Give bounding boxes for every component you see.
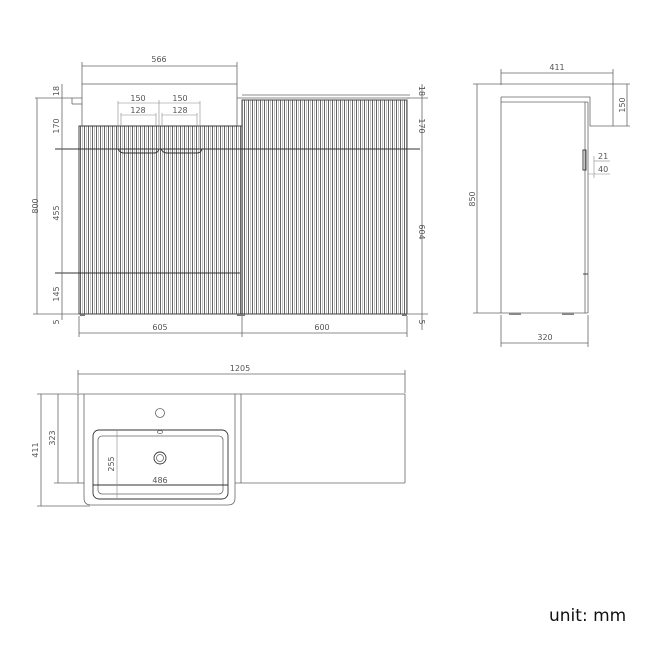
drain-icon xyxy=(153,451,167,465)
front-view: 566 150 128 150 xyxy=(31,55,428,337)
cabinet-depth-label: 320 xyxy=(537,333,552,342)
right-cabinet-fluted-front xyxy=(242,100,407,314)
plan-cabinet-depth-label: 323 xyxy=(48,430,57,445)
left-cabinet-fluted-front xyxy=(79,126,242,314)
plinth-left-label: 145 xyxy=(52,286,61,301)
side-height-label: 850 xyxy=(468,191,477,206)
plan-overall-depth-label: 411 xyxy=(31,442,40,457)
overflow-icon xyxy=(157,430,163,434)
top-thickness-label: 18 xyxy=(52,86,61,96)
bowl-width-label: 486 xyxy=(152,476,167,485)
basin-width-label: 566 xyxy=(151,55,166,64)
plan-view: 1205 486 255 323 411 xyxy=(31,364,406,507)
basin-drop-label: 150 xyxy=(618,97,627,112)
top-thickness-right-label: 18 xyxy=(417,86,426,96)
door-height-left-label: 455 xyxy=(52,205,61,220)
left-cabinet-width-label: 605 xyxy=(152,323,167,332)
handle-outer-1-label: 150 xyxy=(130,94,145,103)
unit-label: unit: mm xyxy=(549,606,627,626)
side-depth-top-label: 411 xyxy=(549,63,564,72)
side-view: 411 150 21 40 850 320 xyxy=(468,63,630,347)
handle-21-label: 21 xyxy=(598,152,608,161)
handle-inner-2-label: 128 xyxy=(172,106,187,115)
bowl-depth-label: 255 xyxy=(107,456,116,471)
tap-hole-icon xyxy=(155,408,165,418)
overall-height-label: 800 xyxy=(31,198,40,213)
foot-gap-right-label: 5 xyxy=(417,319,426,324)
handle-outer-2-label: 150 xyxy=(172,94,187,103)
right-cabinet-width-label: 600 xyxy=(314,323,329,332)
drawer-height-right-label: 170 xyxy=(417,118,426,133)
handle-40-label: 40 xyxy=(598,165,608,174)
handle-inner-1-label: 128 xyxy=(130,106,145,115)
door-height-right-label: 604 xyxy=(417,224,426,239)
drawer-height-left-label: 170 xyxy=(52,118,61,133)
overall-width-label: 1205 xyxy=(230,364,250,373)
foot-gap-left-label: 5 xyxy=(52,319,61,324)
